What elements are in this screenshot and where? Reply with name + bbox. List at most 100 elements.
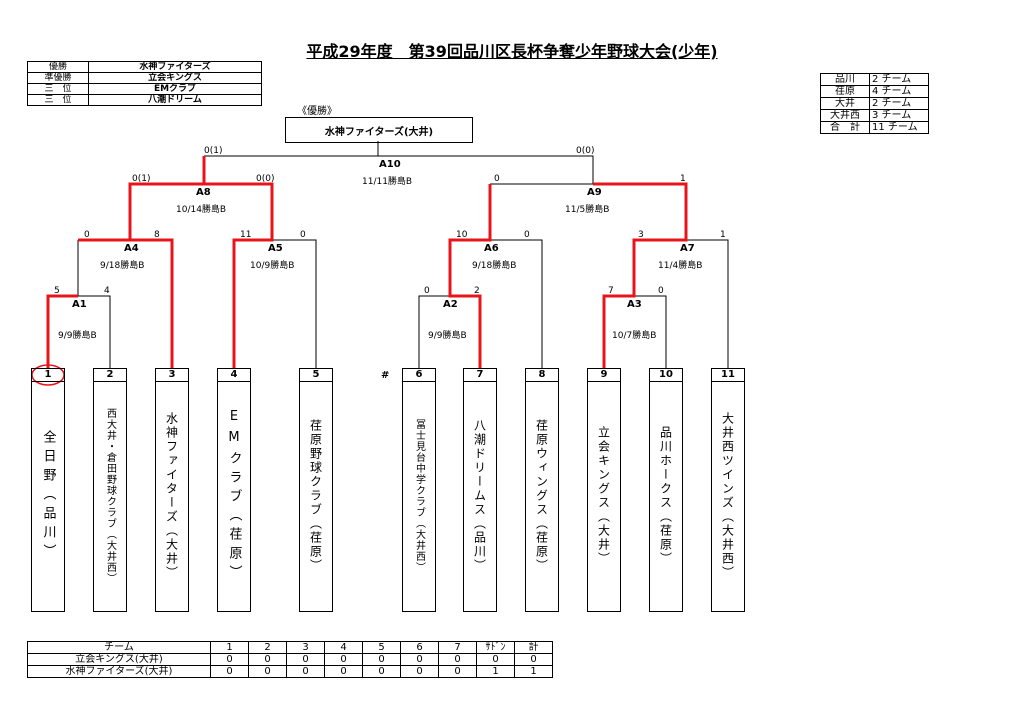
score-cell: 0 <box>400 653 439 666</box>
header-cell: 7 <box>438 641 477 654</box>
game-score: 0 <box>300 230 306 240</box>
header-cell: 2 <box>248 641 287 654</box>
game-score: 3 <box>638 230 644 240</box>
team-name: 西大井・倉田野球クラブ（大井西） <box>104 408 116 584</box>
score-cell: 0 <box>286 653 325 666</box>
game-score: 0 <box>424 286 430 296</box>
header-cell: 4 <box>324 641 363 654</box>
game-score: 10 <box>456 230 468 240</box>
team-box: 5 荏原野球クラブ（荏原） <box>299 368 333 612</box>
game-score: 0(1) <box>132 174 151 184</box>
game-score: 2 <box>474 286 480 296</box>
team-name: 荏原ウィングス（荏原） <box>534 419 549 573</box>
game-info: 10/7勝島B <box>612 331 657 341</box>
team-number: 5 <box>300 369 332 382</box>
score-cell: 0 <box>210 665 249 678</box>
game-info: 10/9勝島B <box>250 261 295 271</box>
team-box: 6 冨士見台中学クラブ（大井西） <box>402 368 436 612</box>
game-info: 9/9勝島B <box>58 331 97 341</box>
game-score: 0 <box>84 230 90 240</box>
game-score: 4 <box>104 286 110 296</box>
game-code: A1 <box>72 299 87 310</box>
game-score: 1 <box>680 174 686 184</box>
game-info: 11/11勝島B <box>362 177 413 187</box>
game-score: 0 <box>524 230 530 240</box>
team-name: EMクラブ（荏原） <box>226 408 242 584</box>
game-code: A2 <box>443 299 458 310</box>
team-number: 7 <box>464 369 496 382</box>
game-score: 7 <box>608 286 614 296</box>
header-cell: チーム <box>27 641 211 654</box>
team-box: 10 品川ホークス（荏原） <box>649 368 683 612</box>
game-score: 0 <box>494 174 500 184</box>
score-cell: 水神ファイターズ(大井) <box>27 665 211 678</box>
team-number: 3 <box>156 369 188 382</box>
score-cell: 0 <box>210 653 249 666</box>
game-code: A9 <box>587 187 602 198</box>
game-code: A8 <box>196 187 211 198</box>
header-cell: 5 <box>362 641 401 654</box>
team-name: 八潮ドリームス（品川） <box>472 419 487 573</box>
rank-cell: 三 位 <box>27 94 89 106</box>
game-score: 8 <box>154 230 160 240</box>
score-cell: 0 <box>286 665 325 678</box>
team-name: 冨士見台中学クラブ（大井西） <box>413 419 425 573</box>
team-number: 4 <box>218 369 250 382</box>
score-cell: 0 <box>248 665 287 678</box>
game-code: A7 <box>680 243 695 254</box>
score-cell: 0 <box>362 653 401 666</box>
header-cell: 1 <box>210 641 249 654</box>
header-cell: 計 <box>514 641 553 654</box>
team-name: 全日野（品川） <box>40 429 56 563</box>
team-number: 6 <box>403 369 435 382</box>
score-cell: 0 <box>248 653 287 666</box>
page-title: 平成29年度 第39回品川区長杯争奪少年野球大会(少年) <box>306 42 718 61</box>
score-cell: 0 <box>324 653 363 666</box>
team-box: 8 荏原ウィングス（荏原） <box>525 368 559 612</box>
results-row: 優勝水神ファイターズ <box>27 61 262 73</box>
game-info: 9/9勝島B <box>428 331 467 341</box>
game-code: A6 <box>484 243 499 254</box>
team-name: 水神ファイターズ（大井） <box>164 412 179 580</box>
scoreboard-header: チーム 1 2 3 4 5 6 7 ｻﾄﾞﾝ 計 <box>27 641 553 654</box>
results-row: 三 位八潮ドリーム <box>27 94 262 106</box>
scoreboard-row: 立会キングス(大井) 0 0 0 0 0 0 0 0 0 <box>27 653 553 666</box>
team-box: 2 西大井・倉田野球クラブ（大井西） <box>93 368 127 612</box>
header-cell: 6 <box>400 641 439 654</box>
game-score: 0(0) <box>576 146 595 156</box>
game-code: A4 <box>124 243 139 254</box>
team-box: 11 大井西ツインズ（大井西） <box>711 368 745 612</box>
team-name: 荏原野球クラブ（荏原） <box>308 419 323 573</box>
scoreboard-table: チーム 1 2 3 4 5 6 7 ｻﾄﾞﾝ 計 立会キングス(大井) 0 0 … <box>27 641 553 678</box>
team-name: 品川ホークス（荏原） <box>658 426 673 566</box>
winner-label: 《優勝》 <box>297 106 337 117</box>
header-cell: ｻﾄﾞﾝ <box>476 641 515 654</box>
score-cell: 0 <box>514 653 553 666</box>
team-name: 大井西ツインズ（大井西） <box>720 412 735 580</box>
game-code: A5 <box>268 243 283 254</box>
team-number: 10 <box>650 369 682 382</box>
scoreboard-row: 水神ファイターズ(大井) 0 0 0 0 0 0 0 1 1 <box>27 665 553 678</box>
team-box: 7 八潮ドリームス（品川） <box>463 368 497 612</box>
team-number: 8 <box>526 369 558 382</box>
game-score: 5 <box>54 286 60 296</box>
score-cell: 0 <box>324 665 363 678</box>
game-score: 1 <box>720 230 726 240</box>
score-cell: 0 <box>400 665 439 678</box>
game-info: 9/18勝島B <box>100 261 145 271</box>
team-number: 1 <box>32 369 64 382</box>
game-score: 0(1) <box>204 146 223 156</box>
score-cell: 0 <box>362 665 401 678</box>
game-info: 11/4勝島B <box>658 261 703 271</box>
team-number: 2 <box>94 369 126 382</box>
team-number: 11 <box>712 369 744 382</box>
score-cell: 1 <box>514 665 553 678</box>
